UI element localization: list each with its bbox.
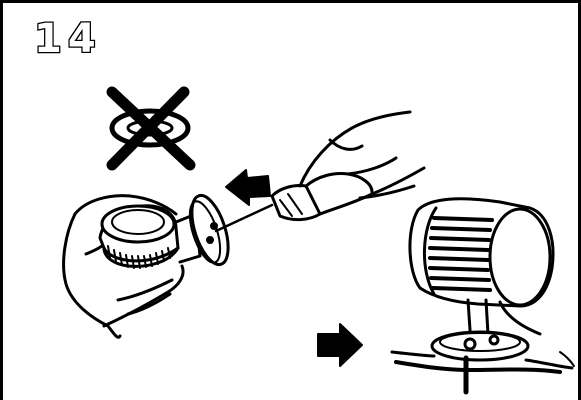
arrow-left-icon [226,170,270,205]
cross-out-icon [112,92,190,165]
mounted-gauge [392,199,574,392]
right-hand [300,112,424,214]
gauge-body [100,206,200,268]
arrow-right-icon [318,324,362,366]
